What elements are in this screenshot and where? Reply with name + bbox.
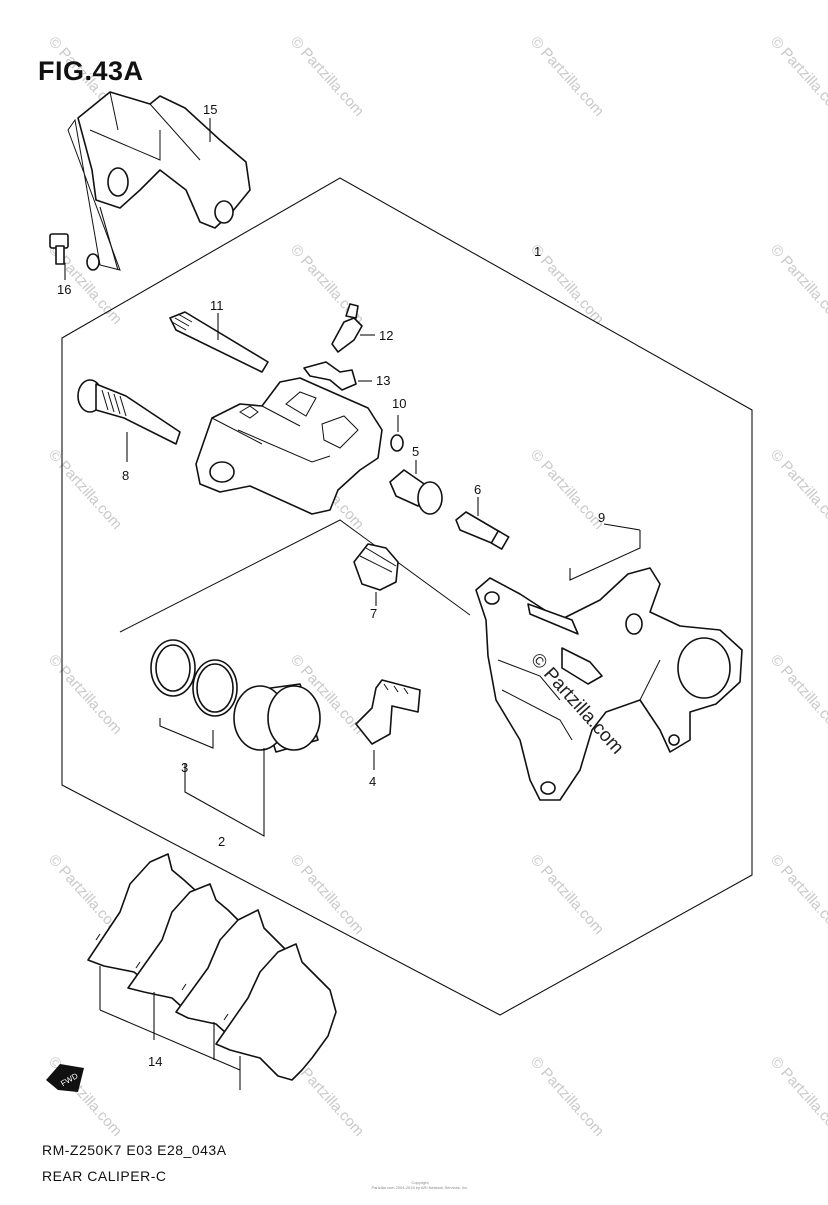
part-piston-seals — [150, 639, 321, 837]
section-name: REAR CALIPER-C — [42, 1168, 167, 1184]
callout-7: 7 — [370, 606, 377, 621]
callout-labels: 1 2 3 4 5 6 7 8 9 10 11 12 13 14 15 16 — [57, 102, 605, 1069]
figure-title: FIG.43A — [38, 56, 144, 86]
part-bleeder-valve — [331, 303, 375, 353]
callout-16: 16 — [57, 282, 71, 297]
part-pin — [169, 311, 269, 373]
part-pin-bolt — [455, 497, 510, 550]
watermark: © Partzilla.com — [767, 651, 828, 737]
part-bracket-assembly — [475, 523, 743, 801]
watermark: © Partzilla.com — [767, 851, 828, 937]
watermark: © Partzilla.com — [767, 33, 828, 119]
watermark: © Partzilla.com — [45, 446, 125, 532]
part-pad-spring — [355, 679, 421, 770]
part-o-ring — [390, 434, 404, 452]
watermark: © Partzilla.com — [767, 1053, 828, 1139]
part-sleeve — [389, 460, 443, 515]
part-caliper-body — [195, 377, 383, 515]
callout-5: 5 — [412, 444, 419, 459]
copyright-line-2: Partzilla.com 2004-2015 by ARI Network S… — [371, 1185, 469, 1190]
callout-4: 4 — [369, 774, 376, 789]
watermark: © Partzilla.com — [767, 446, 828, 532]
callout-6: 6 — [474, 482, 481, 497]
part-cap — [303, 361, 372, 391]
callout-10: 10 — [392, 396, 406, 411]
part-slide-bolt — [77, 379, 181, 462]
assembly-boundary — [61, 177, 753, 1016]
subassembly-outline — [119, 519, 471, 633]
watermark: © Partzilla.com — [45, 1053, 125, 1139]
copyright-line-1: Copyright — [411, 1180, 429, 1185]
model-code: RM-Z250K7 E03 E28_043A — [42, 1142, 227, 1158]
callout-9: 9 — [598, 510, 605, 525]
watermark: © Partzilla.com — [527, 33, 607, 119]
callout-11: 11 — [210, 298, 224, 313]
watermark: © Partzilla.com — [527, 851, 607, 937]
callout-1: 1 — [534, 244, 541, 259]
copyright-notice: Copyright Partzilla.com 2004-2015 by ARI… — [340, 1180, 500, 1190]
watermark: © Partzilla.com — [45, 651, 125, 737]
callout-12: 12 — [379, 328, 393, 343]
part-brake-pads — [87, 853, 337, 1090]
part-boot — [353, 543, 399, 606]
callout-3: 3 — [181, 760, 188, 775]
part-bolt-washer — [49, 233, 100, 280]
watermark: © Partzilla.com — [767, 241, 828, 327]
watermark: © Partzilla.com — [527, 446, 607, 532]
fwd-arrow-icon: FWD — [46, 1064, 84, 1092]
callout-8: 8 — [122, 468, 129, 483]
callout-15: 15 — [203, 102, 217, 117]
watermark: © Partzilla.com — [287, 33, 367, 119]
callout-2: 2 — [218, 834, 225, 849]
callout-14: 14 — [148, 1054, 162, 1069]
callout-13: 13 — [376, 373, 390, 388]
watermark: © Partzilla.com — [527, 1053, 607, 1139]
part-caliper-bracket — [67, 91, 251, 271]
